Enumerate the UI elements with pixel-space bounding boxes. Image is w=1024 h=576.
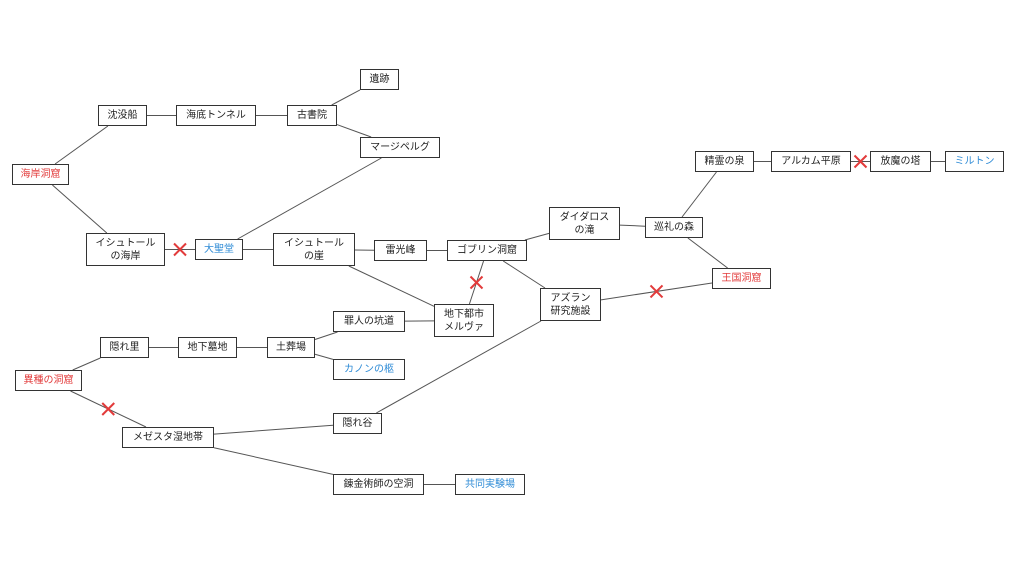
node-label: 古書院 xyxy=(297,110,327,121)
node-label: 罪人の坑道 xyxy=(344,316,394,327)
node-text: ダイダロスの滝 xyxy=(560,211,610,237)
node-chika-toshi[interactable]: 地下都市メルヴァ xyxy=(434,304,494,337)
edge-koshoin-mage-pelg xyxy=(336,124,372,138)
node-label: 遺跡 xyxy=(369,74,390,85)
node-label: ミルトン xyxy=(954,156,995,167)
node-canon-hitsugi[interactable]: カノンの柩 xyxy=(333,359,405,380)
node-label: 隠れ里 xyxy=(109,342,140,353)
node-label: アルカム平原 xyxy=(781,156,841,167)
node-daiseido[interactable]: 大聖堂 xyxy=(195,239,243,260)
node-ishtor-gake[interactable]: イシュトールの崖 xyxy=(273,233,355,266)
node-houma-tou[interactable]: 放魔の塔 xyxy=(870,151,931,172)
node-label: 海岸洞窟 xyxy=(20,169,61,180)
edge-junrei-mori-seirei-izumi xyxy=(681,171,717,218)
edge-dosoujo-zainin-koudou xyxy=(314,331,338,340)
node-label-line-2: の滝 xyxy=(574,224,595,236)
node-ishu-doukutsu[interactable]: 異種の洞窟 xyxy=(15,370,82,391)
node-label: 土葬場 xyxy=(276,342,306,353)
node-renkin-kudou[interactable]: 錬金術師の空洞 xyxy=(333,474,424,495)
node-dosoujo[interactable]: 土葬場 xyxy=(267,337,315,358)
node-kakuredani[interactable]: 隠れ谷 xyxy=(333,413,382,434)
node-label-line-1: ダイダロス xyxy=(559,211,610,223)
node-text: イシュトールの海岸 xyxy=(96,237,156,263)
edge-daidalos-taki-junrei-mori xyxy=(619,224,646,227)
node-label: 雷光峰 xyxy=(385,245,416,256)
node-kaitei-tunnel[interactable]: 海底トンネル xyxy=(176,105,256,126)
node-text: 地下都市メルヴァ xyxy=(444,308,484,334)
node-label-line-2: 研究施設 xyxy=(550,305,591,317)
node-koshoin[interactable]: 古書院 xyxy=(287,105,337,126)
node-daidalos-taki[interactable]: ダイダロスの滝 xyxy=(549,207,620,240)
node-mage-pelg[interactable]: マージペルグ xyxy=(360,137,440,158)
edge-mezesta-shicchi-kakuredani xyxy=(213,424,334,435)
blocked-x-icon xyxy=(101,402,115,416)
edge-junrei-mori-oukoku-doukutsu xyxy=(687,237,728,269)
edge-dosoujo-canon-hitsugi xyxy=(314,353,334,360)
node-label: 地下墓地 xyxy=(187,342,228,353)
edge-ishu-doukutsu-kakurezato xyxy=(72,357,101,371)
node-label-line-2: の海岸 xyxy=(110,250,141,262)
node-seirei-izumi[interactable]: 精霊の泉 xyxy=(695,151,754,172)
edge-kaigan-doukutsu-chinbotsusen xyxy=(54,125,109,165)
node-label: 大聖堂 xyxy=(204,244,234,255)
node-chinbotsusen[interactable]: 沈没船 xyxy=(98,105,147,126)
node-label: 巡礼の森 xyxy=(654,222,694,233)
node-label: 隠れ谷 xyxy=(342,418,373,429)
node-kaigan-doukutsu[interactable]: 海岸洞窟 xyxy=(12,164,69,185)
node-mezesta-shicchi[interactable]: メゼスタ湿地帯 xyxy=(122,427,214,448)
node-chika-boshi[interactable]: 地下墓地 xyxy=(178,337,237,358)
node-raikouhou[interactable]: 雷光峰 xyxy=(374,240,427,261)
node-goblin-doukutsu[interactable]: ゴブリン洞窟 xyxy=(447,240,527,261)
edge-kaigan-doukutsu-ishtor-kaigan xyxy=(52,184,108,234)
node-label: ゴブリン洞窟 xyxy=(457,245,517,256)
node-label: マージペルグ xyxy=(370,142,430,153)
node-junrei-mori[interactable]: 巡礼の森 xyxy=(645,217,703,238)
node-label-line-1: アズラン xyxy=(550,292,591,304)
node-alcam-heigen[interactable]: アルカム平原 xyxy=(771,151,851,172)
blocked-x-icon xyxy=(469,275,484,290)
node-label: 共同実験場 xyxy=(465,479,515,490)
node-label-line-1: イシュトール xyxy=(95,237,156,249)
node-label: 沈没船 xyxy=(107,110,138,121)
node-text: イシュトールの崖 xyxy=(284,237,344,263)
edge-goblin-doukutsu-azuran-kenkyu xyxy=(502,260,546,289)
blocked-x-icon xyxy=(173,242,187,257)
node-label-line-2: の崖 xyxy=(304,250,324,262)
node-label: 異種の洞窟 xyxy=(23,375,74,386)
node-label: 錬金術師の空洞 xyxy=(343,479,414,490)
edge-azuran-kenkyu-kakuredani xyxy=(376,320,542,414)
node-label-line-1: 地下都市 xyxy=(444,308,484,320)
node-azuran-kenkyu[interactable]: アズラン研究施設 xyxy=(540,288,601,321)
node-label: 海底トンネル xyxy=(186,110,246,121)
blocked-x-icon xyxy=(649,284,664,299)
blocked-x-icon xyxy=(853,154,868,169)
node-label: カノンの柩 xyxy=(344,364,394,375)
node-kakurezato[interactable]: 隠れ里 xyxy=(100,337,149,358)
edge-koshoin-iseki xyxy=(331,89,361,106)
node-zainin-koudou[interactable]: 罪人の坑道 xyxy=(333,311,405,332)
node-milton[interactable]: ミルトン xyxy=(945,151,1004,172)
node-ishtor-kaigan[interactable]: イシュトールの海岸 xyxy=(86,233,165,266)
node-text: アズラン研究施設 xyxy=(551,292,591,318)
node-label-line-1: イシュトール xyxy=(284,237,344,249)
node-label: 王国洞窟 xyxy=(721,273,762,284)
node-label: メゼスタ湿地帯 xyxy=(133,432,203,443)
node-label: 精霊の泉 xyxy=(704,156,745,167)
node-oukoku-doukutsu[interactable]: 王国洞窟 xyxy=(712,268,771,289)
edge-goblin-doukutsu-daidalos-taki xyxy=(524,232,550,241)
edge-ishtor-gake-chika-toshi xyxy=(348,265,435,307)
node-iseki[interactable]: 遺跡 xyxy=(360,69,399,90)
edge-mezesta-shicchi-renkin-kudou xyxy=(213,447,334,475)
node-kyoudou-jikken[interactable]: 共同実験場 xyxy=(455,474,525,495)
node-label-line-2: メルヴァ xyxy=(444,321,484,333)
edge-mage-pelg-daiseido xyxy=(237,157,382,240)
node-label: 放魔の塔 xyxy=(880,156,921,167)
